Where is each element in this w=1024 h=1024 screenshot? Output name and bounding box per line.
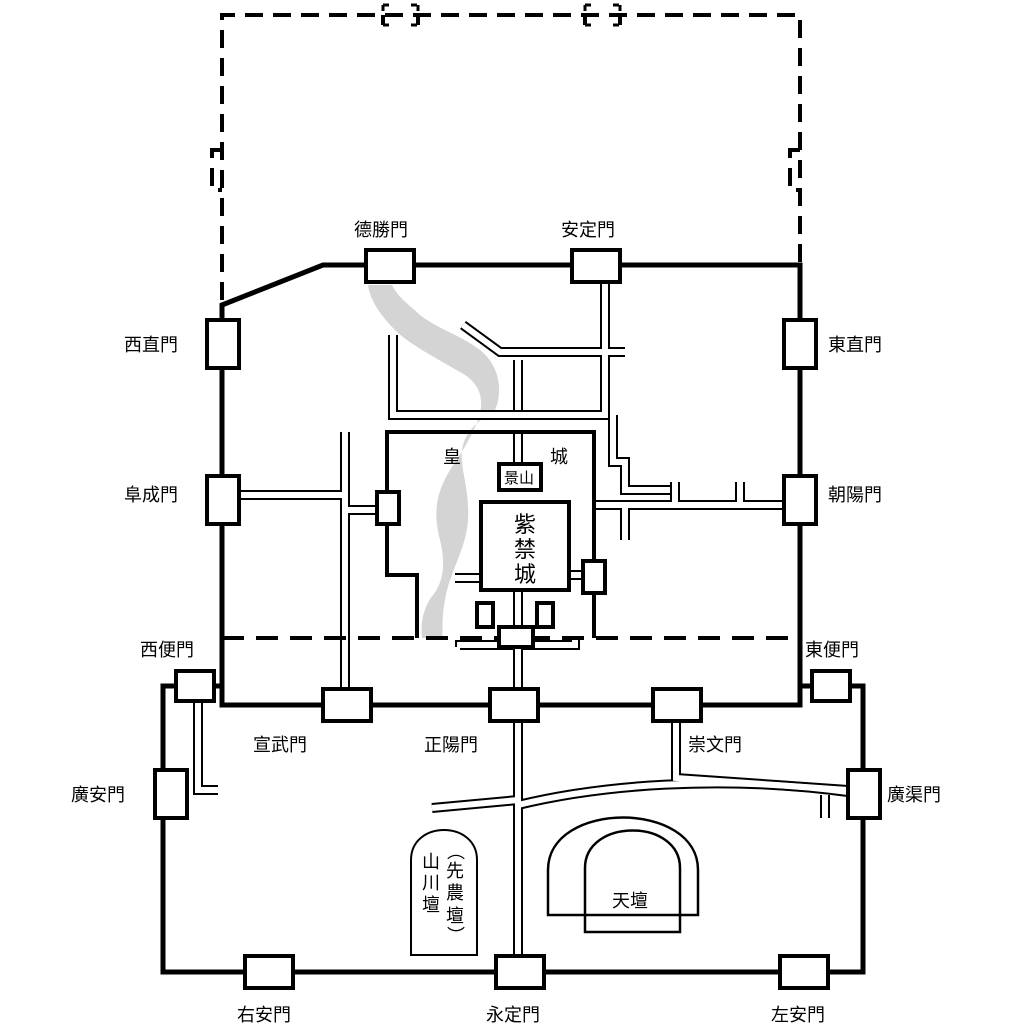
label-shanchuan-3: 壇 (422, 895, 440, 916)
gate-xibianmen (174, 669, 216, 703)
temple-of-heaven-inner (583, 829, 682, 934)
tiananmen-gate (497, 625, 535, 649)
gate-guanganmen (153, 768, 189, 820)
label-andingmen: 安定門 (561, 220, 615, 241)
label-temple-of-heaven: 天壇 (612, 891, 648, 912)
gate-zhengyangmen (488, 687, 540, 723)
label-chaoyangmen: 朝陽門 (828, 485, 882, 506)
gate-labels: 德勝門 安定門 西直門 東直門 阜成門 朝陽門 西便門 東便門 宣武門 正陽門 … (71, 220, 941, 1024)
xiannong-altar-outline (410, 829, 478, 956)
altar-west (475, 601, 495, 629)
label-jingshan: 景山 (504, 469, 534, 487)
label-forbidden-city-3: 城 (514, 563, 536, 588)
label-xibianmen: 西便門 (140, 640, 194, 661)
imperial-west-gate (375, 490, 401, 526)
label-zuoanmen: 左安門 (771, 1005, 825, 1024)
gate-xizhimen (205, 318, 241, 370)
gate-dongzhimen (782, 318, 818, 370)
bastion-marks (381, 3, 622, 27)
gate-zuoanmen (778, 954, 830, 990)
roads (193, 282, 849, 960)
label-forbidden-city-2: 禁 (514, 538, 536, 563)
gate-guangqumen (846, 768, 882, 820)
altar-east (535, 601, 555, 629)
gate-xuanwumen (321, 687, 373, 723)
jingshan-box (497, 462, 543, 492)
gate-chaoyangmen (782, 474, 818, 526)
label-xiannong-4: ︶ (447, 926, 465, 947)
temple-of-heaven-outer (546, 816, 700, 917)
label-dongzhimen: 東直門 (828, 335, 882, 356)
label-guangqumen: 廣渠門 (887, 785, 941, 806)
forbidden-city-box (479, 500, 571, 592)
gate-youanmen (243, 954, 295, 990)
label-xiannong-2: 農 (446, 883, 464, 904)
gate-andingmen (570, 248, 622, 284)
imperial-east-gate (581, 559, 607, 595)
lake (368, 285, 500, 638)
label-imperial-city-1: 皇 (443, 447, 461, 468)
label-xuanwumen: 宣武門 (253, 735, 307, 756)
gate-deshengmen (364, 248, 416, 284)
label-xiannong-3: 壇 (446, 906, 464, 927)
label-shanchuan-1: 山 (422, 852, 440, 873)
label-forbidden-city-1: 紫 (514, 513, 536, 538)
label-youanmen: 右安門 (237, 1005, 291, 1024)
gate-yongdingmen (494, 954, 546, 990)
label-yongdingmen: 永定門 (486, 1005, 540, 1024)
label-imperial-city-2: 城 (550, 447, 568, 468)
label-zhengyangmen: 正陽門 (424, 735, 478, 756)
label-chongwenmen: 崇文門 (688, 735, 742, 756)
label-fuchengmen: 阜成門 (124, 485, 178, 506)
gate-dongbianmen (810, 669, 852, 703)
label-xiannong-1: 先 (446, 861, 464, 882)
gate-fuchengmen (205, 474, 241, 526)
label-shanchuan-2: 川 (422, 873, 440, 894)
label-xiannong-0: ︵ (447, 842, 465, 863)
former-northern-wall-dashed (210, 13, 802, 300)
label-xizhimen: 西直門 (124, 335, 178, 356)
label-dongbianmen: 東便門 (805, 640, 859, 661)
label-deshengmen: 德勝門 (354, 220, 408, 241)
gates (153, 248, 882, 990)
gate-chongwenmen (651, 687, 703, 723)
label-guanganmen: 廣安門 (71, 785, 125, 806)
